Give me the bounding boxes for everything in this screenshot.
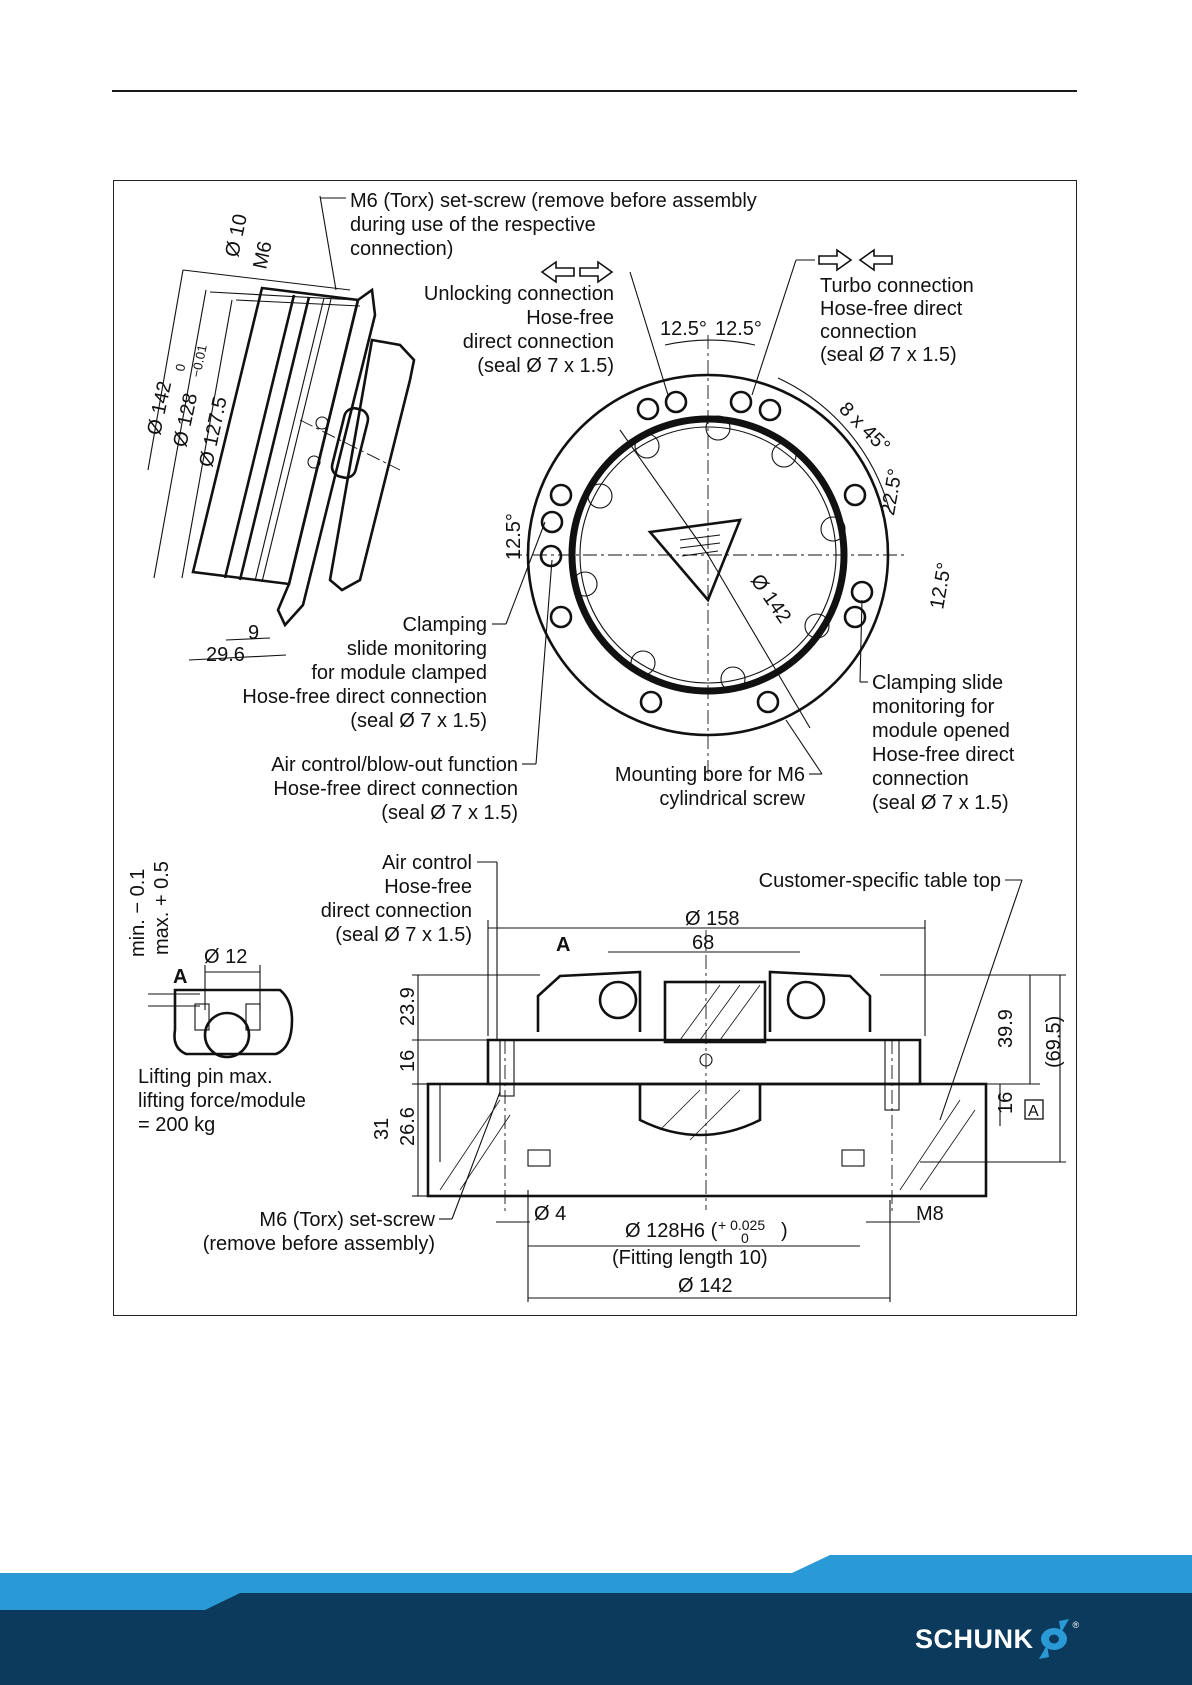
dim-26-6: 26.6 xyxy=(397,1107,419,1146)
dim-d12: Ø 12 xyxy=(204,946,247,968)
unlock-line2: Hose-free xyxy=(526,307,614,329)
clamp-line3: for module clamped xyxy=(311,662,487,684)
section-a-label: A xyxy=(556,934,570,956)
dim-31: 31 xyxy=(371,1118,393,1140)
dim-23-9: 23.9 xyxy=(397,987,419,1026)
lift-line1: Lifting pin max. xyxy=(138,1066,273,1088)
drawing-frame xyxy=(113,180,1077,1316)
setscrew-top-line3: connection) xyxy=(350,238,453,260)
tabletop-label: Customer-specific table top xyxy=(759,870,1001,892)
side-boss xyxy=(328,338,416,592)
dim-39-9: 39.9 xyxy=(995,1009,1017,1048)
dim-m8: M8 xyxy=(916,1203,944,1225)
setscrew-bot-line1: M6 (Torx) set-screw xyxy=(259,1209,435,1231)
clampopen-line4: Hose-free direct xyxy=(872,744,1015,766)
setscrew-top-line1: M6 (Torx) set-screw (remove before assem… xyxy=(350,190,757,212)
dim-d10: Ø 10 xyxy=(221,212,252,259)
dim-min01: min. − 0.1 xyxy=(127,869,149,957)
dim-16-left: 16 xyxy=(397,1050,419,1072)
top-view xyxy=(508,335,908,785)
dim-68: 68 xyxy=(692,932,714,954)
angle-22-5: 22.5° xyxy=(877,467,907,517)
datum-a: A xyxy=(1028,1103,1039,1120)
dim-d128h6-lower: 0 xyxy=(741,1230,749,1246)
airctl-line1: Air control xyxy=(382,852,472,874)
angle-12-5-right-side: 12.5° xyxy=(926,561,956,611)
setscrew-top-line2: during use of the respective xyxy=(350,214,596,236)
turbo-line2: Hose-free direct xyxy=(820,298,963,320)
dim-d128-side: Ø 128 xyxy=(169,391,202,449)
lift-line3: = 200 kg xyxy=(138,1114,215,1136)
setscrew-bot-line2: (remove before assembly) xyxy=(203,1233,435,1255)
clampopen-line3: module opened xyxy=(872,720,1010,742)
side-flange xyxy=(276,287,377,628)
detail-a xyxy=(148,965,294,1059)
angle-12-5-left: 12.5° xyxy=(660,318,707,340)
clampopen-line2: monitoring for xyxy=(872,696,995,718)
clampopen-line6: (seal Ø 7 x 1.5) xyxy=(872,792,1009,814)
angle-12-5-right: 12.5° xyxy=(715,318,762,340)
lift-line2: lifting force/module xyxy=(138,1090,306,1112)
clampopen-line5: connection xyxy=(872,768,969,790)
schunk-logo: SCHUNK ® xyxy=(915,1614,1079,1664)
detail-a-label: A xyxy=(173,966,187,988)
side-view xyxy=(147,195,416,661)
unlock-line1: Unlocking connection xyxy=(424,283,614,305)
dim-d128h6-upper: + 0.025 xyxy=(718,1217,765,1233)
airctl-line4: (seal Ø 7 x 1.5) xyxy=(335,924,472,946)
dim-d128h6-close: ) xyxy=(781,1220,788,1242)
fitting-length: (Fitting length 10) xyxy=(612,1247,768,1269)
clamp-line5: (seal Ø 7 x 1.5) xyxy=(350,710,487,732)
turbo-line1: Turbo connection xyxy=(820,275,974,297)
clamp-line4: Hose-free direct connection xyxy=(242,686,487,708)
turbo-line3: connection xyxy=(820,321,917,343)
logo-text: SCHUNK xyxy=(915,1623,1034,1654)
clampopen-line1: Clamping slide xyxy=(872,672,1003,694)
airctl-line3: direct connection xyxy=(321,900,472,922)
angle-8x45: 8 x 45° xyxy=(834,398,894,458)
clamp-line1: Clamping xyxy=(403,614,487,636)
dim-d142-top: Ø 142 xyxy=(746,570,795,627)
airctl-line2: Hose-free xyxy=(384,876,472,898)
unlock-line4: (seal Ø 7 x 1.5) xyxy=(477,355,614,377)
logo-mark-icon xyxy=(1038,1619,1069,1659)
dim-d128-tol-upper: 0 xyxy=(172,362,188,372)
center-triangle-icon xyxy=(647,518,743,603)
unlock-arrows-icon xyxy=(540,260,614,284)
dim-16-right: 16 xyxy=(995,1092,1017,1114)
dim-max05: max. + 0.5 xyxy=(151,861,173,955)
dim-29-6: 29.6 xyxy=(206,644,245,666)
section-view xyxy=(412,920,1066,1302)
table-top-plate xyxy=(426,1082,988,1198)
dim-m6: M6 xyxy=(249,239,276,271)
angle-12-5-left-side: 12.5° xyxy=(503,513,525,560)
center-piston xyxy=(663,980,767,1044)
dim-d142-bottom: Ø 142 xyxy=(678,1275,732,1297)
footer-band xyxy=(0,1555,1192,1685)
aircb-line2: Hose-free direct connection xyxy=(273,778,518,800)
dim-69-5: (69.5) xyxy=(1043,1016,1065,1068)
clamp-line2: slide monitoring xyxy=(347,638,487,660)
turbo-line4: (seal Ø 7 x 1.5) xyxy=(820,344,957,366)
dim-9: 9 xyxy=(248,622,259,644)
dim-d128-tol-lower: −0.01 xyxy=(188,343,210,378)
technical-drawing: M6 (Torx) set-screw (remove before assem… xyxy=(127,190,1066,1302)
unlock-line3: direct connection xyxy=(463,331,614,353)
dim-d158: Ø 158 xyxy=(685,908,739,930)
header-rule xyxy=(112,90,1077,92)
dim-d4: Ø 4 xyxy=(534,1203,566,1225)
dim-d128h6: Ø 128H6 ( xyxy=(625,1220,718,1242)
logo-registered: ® xyxy=(1072,1620,1080,1630)
turbo-arrows-icon xyxy=(818,248,893,272)
aircb-line1: Air control/blow-out function xyxy=(271,754,518,776)
aircb-line3: (seal Ø 7 x 1.5) xyxy=(381,802,518,824)
dim-d142-side: Ø 142 xyxy=(143,379,176,437)
mount-line2: cylindrical screw xyxy=(659,788,805,810)
mount-line1: Mounting bore for M6 xyxy=(615,764,805,786)
